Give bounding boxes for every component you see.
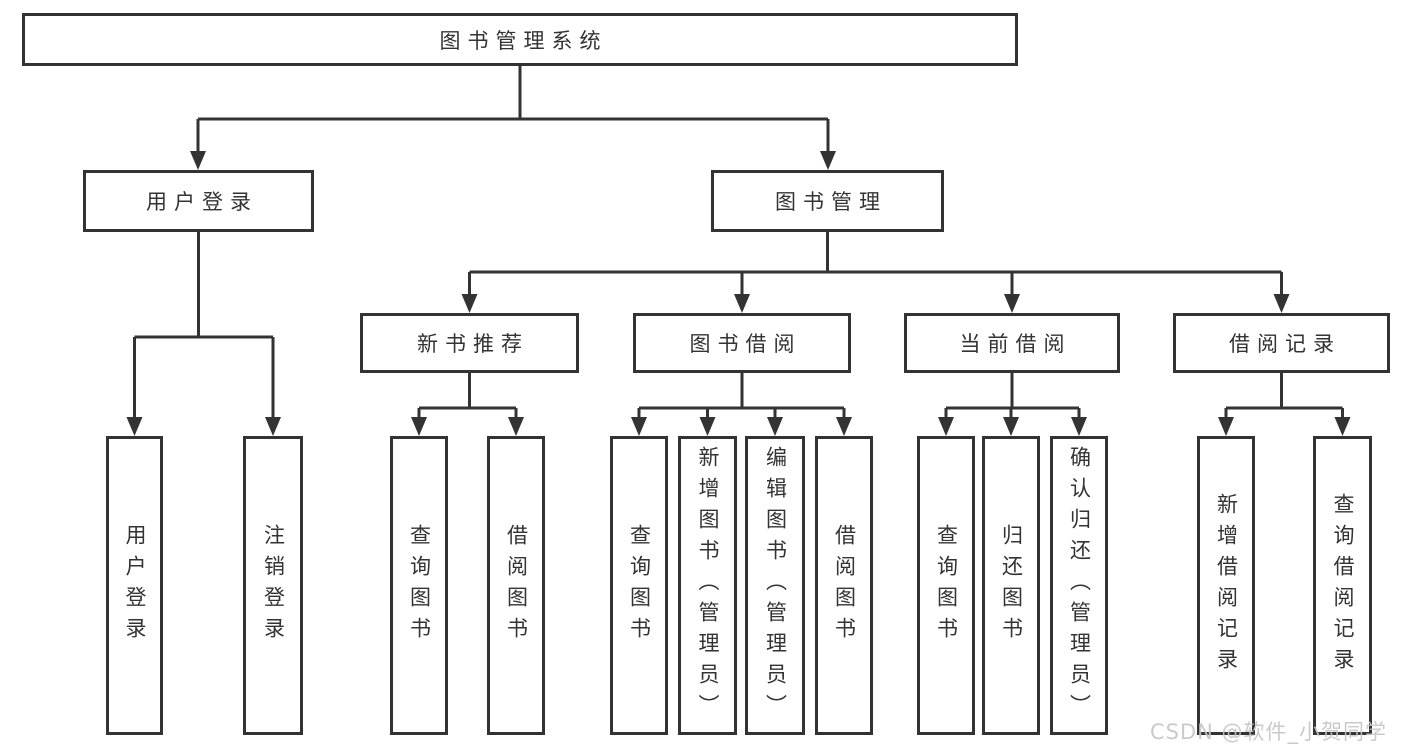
leaf-add-borrow-record: 新增借阅记录 bbox=[1197, 436, 1255, 735]
node-label: 图书管理 bbox=[775, 190, 887, 214]
leaf-label: 借阅图书 bbox=[832, 523, 857, 648]
node-current-borrow: 当前借阅 bbox=[904, 313, 1120, 373]
edges-borrow-records bbox=[1224, 373, 1344, 419]
node-user-login: 用户登录 bbox=[83, 170, 314, 232]
node-label: 用户登录 bbox=[146, 190, 258, 214]
arrowheads-root bbox=[190, 151, 836, 170]
arrowheads-book-management bbox=[461, 294, 1290, 313]
csdn-watermark: CSDN @软件_小贺同学 bbox=[1150, 720, 1388, 744]
leaf-recommend-query-books: 查询图书 bbox=[390, 436, 448, 735]
edges-user-login bbox=[133, 232, 275, 419]
edges-new-book-recommend bbox=[417, 373, 518, 419]
arrowheads-current-borrow bbox=[938, 417, 1087, 436]
leaf-current-query-books: 查询图书 bbox=[917, 436, 975, 735]
edges-book-management bbox=[468, 232, 1283, 296]
leaf-label: 用户登录 bbox=[123, 523, 147, 648]
leaf-borrow-books: 借阅图书 bbox=[815, 436, 873, 735]
node-book-borrow: 图书借阅 bbox=[633, 313, 851, 373]
leaf-label: 查询图书 bbox=[407, 523, 432, 648]
leaf-label: 查询图书 bbox=[627, 523, 652, 648]
leaf-label: 新增图书（管理员） bbox=[696, 446, 720, 725]
edges-root bbox=[196, 66, 830, 153]
leaf-borrow-query-books: 查询图书 bbox=[610, 436, 668, 735]
node-label: 借阅记录 bbox=[1229, 332, 1341, 356]
leaf-label: 编辑图书（管理员） bbox=[763, 446, 788, 725]
node-label: 新书推荐 bbox=[417, 332, 529, 356]
leaf-label: 注销登录 bbox=[261, 523, 286, 648]
node-label: 图书管理系统 bbox=[439, 28, 608, 53]
node-label: 图书借阅 bbox=[689, 332, 802, 356]
leaf-label: 查询借阅记录 bbox=[1331, 492, 1355, 679]
leaf-confirm-return-admin: 确认归还（管理员） bbox=[1050, 436, 1108, 735]
node-root: 图书管理系统 bbox=[22, 13, 1018, 66]
leaf-label: 借阅图书 bbox=[504, 523, 529, 648]
leaf-user-login: 用户登录 bbox=[106, 436, 163, 735]
node-book-management: 图书管理 bbox=[711, 170, 944, 232]
leaf-label: 归还图书 bbox=[999, 523, 1024, 648]
leaf-add-books-admin: 新增图书（管理员） bbox=[678, 436, 737, 735]
arrowheads-new-book-recommend bbox=[411, 417, 524, 436]
edges-current-borrow bbox=[944, 373, 1081, 419]
leaf-return-books: 归还图书 bbox=[982, 436, 1040, 735]
leaf-query-borrow-record: 查询借阅记录 bbox=[1313, 436, 1372, 735]
arrowheads-book-borrow bbox=[631, 417, 852, 436]
arrowheads-user-login bbox=[126, 417, 281, 436]
node-label: 当前借阅 bbox=[959, 332, 1072, 356]
leaf-label: 查询图书 bbox=[934, 523, 959, 648]
leaf-logout: 注销登录 bbox=[243, 436, 303, 735]
node-new-book-recommend: 新书推荐 bbox=[360, 313, 579, 373]
leaf-recommend-borrow-books: 借阅图书 bbox=[487, 436, 545, 735]
leaf-label: 新增借阅记录 bbox=[1214, 492, 1239, 679]
leaf-label: 确认归还（管理员） bbox=[1067, 446, 1092, 725]
arrowheads-borrow-records bbox=[1218, 417, 1351, 436]
leaf-edit-books-admin: 编辑图书（管理员） bbox=[745, 436, 805, 735]
node-borrow-records: 借阅记录 bbox=[1173, 313, 1390, 373]
edges-book-borrow bbox=[637, 373, 846, 419]
